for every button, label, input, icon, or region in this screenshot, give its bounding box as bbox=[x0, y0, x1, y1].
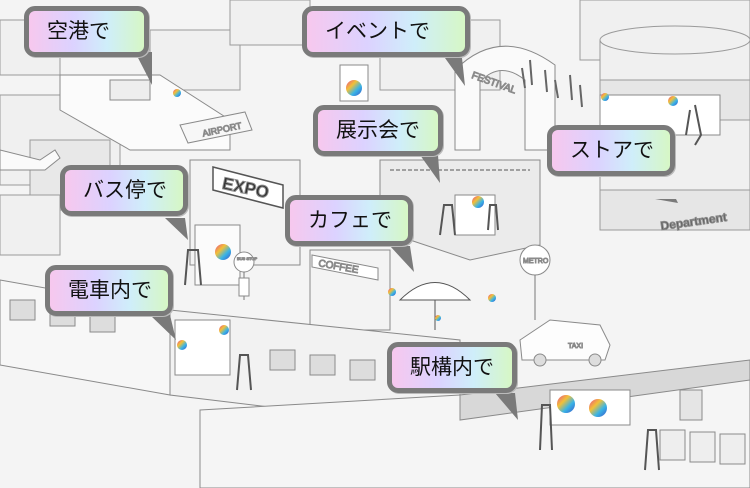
bubble-exhibition: 展示会で bbox=[313, 105, 443, 156]
metro-sign: METRO bbox=[519, 244, 551, 320]
station-concourse bbox=[199, 359, 750, 488]
bus-stop-sign: BUS STOP bbox=[237, 256, 257, 261]
bubble-cafe: カフェで bbox=[285, 195, 413, 246]
taxi: TAXI bbox=[519, 319, 611, 367]
bubble-train: 電車内で bbox=[45, 265, 173, 316]
airport-terminal: AIRPORT bbox=[59, 74, 253, 151]
bubble-station: 駅構内で bbox=[387, 342, 517, 393]
exhibition-booth bbox=[379, 159, 541, 261]
airplane bbox=[0, 149, 61, 171]
bus-stop: BUS STOP bbox=[184, 224, 258, 300]
festival-stage: FESTIVAL bbox=[339, 45, 583, 151]
metro-label: METRO bbox=[523, 258, 549, 265]
taxi-label: TAXI bbox=[568, 343, 583, 350]
cafe: COFFEE bbox=[309, 249, 496, 331]
bubble-store: ストアで bbox=[547, 125, 675, 176]
bubble-bus-stop: バス停で bbox=[60, 165, 188, 216]
bubble-airport: 空港で bbox=[24, 6, 149, 57]
bubble-tails bbox=[135, 52, 678, 420]
bubble-event: イベントで bbox=[302, 6, 470, 57]
